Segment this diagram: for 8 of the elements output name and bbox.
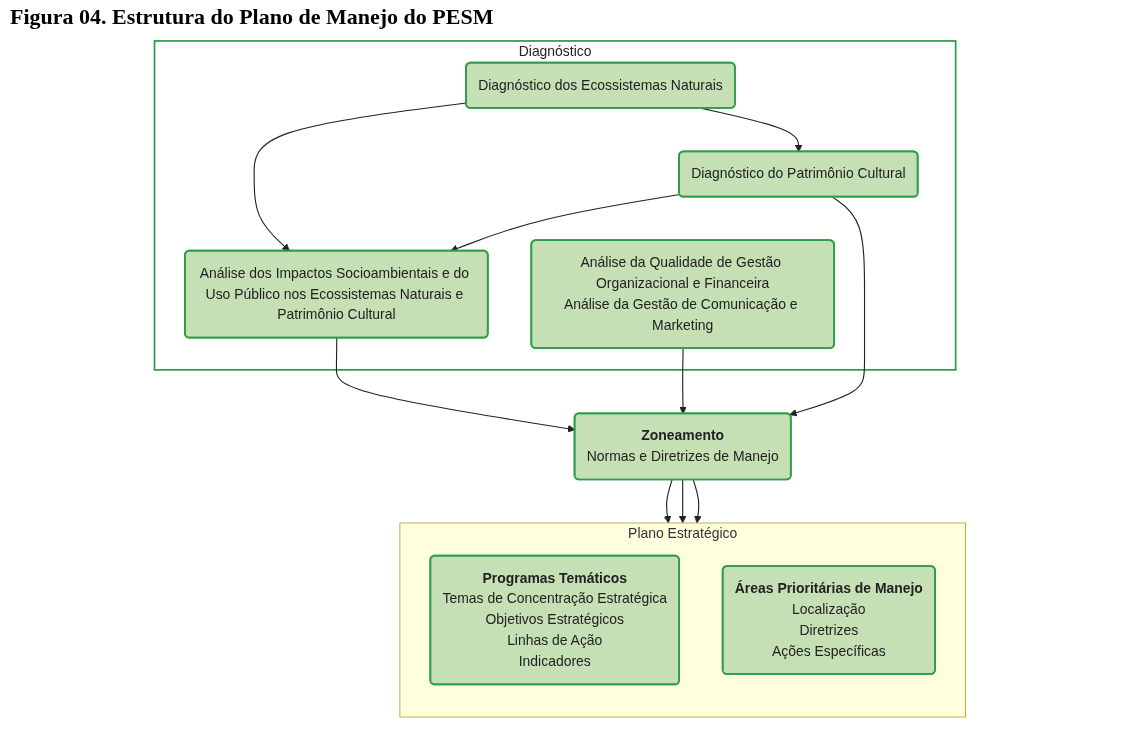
arrow (692, 478, 702, 524)
arrow (789, 196, 866, 417)
figure-title: Figura 04. Estrutura do Plano de Manejo do PESM (10, 4, 495, 30)
arrow (701, 107, 803, 153)
arrow (663, 478, 673, 524)
arrow (679, 348, 687, 415)
arrow (678, 478, 687, 524)
arrow (253, 102, 467, 252)
